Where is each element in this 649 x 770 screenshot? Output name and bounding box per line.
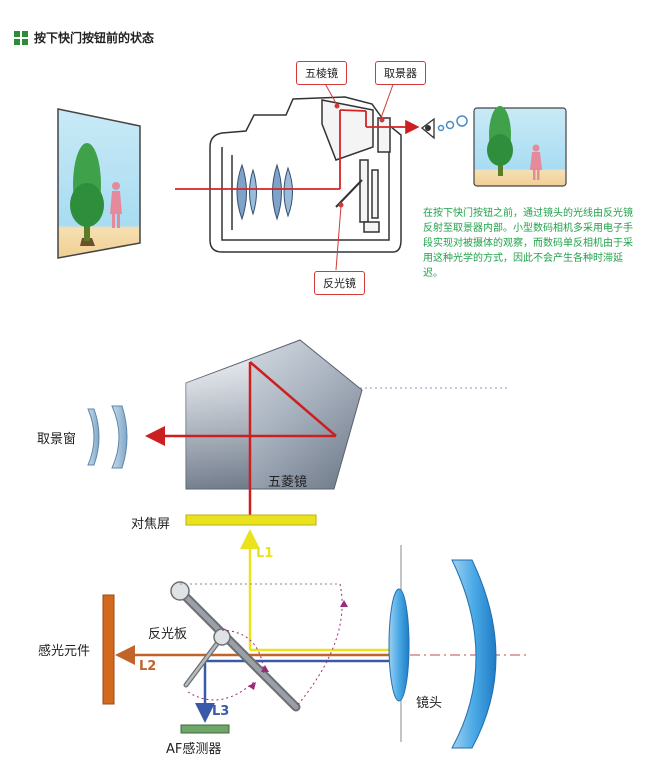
reflector-plate bbox=[170, 581, 301, 712]
label-l3: L3 bbox=[212, 704, 230, 719]
lens-assembly-bottom bbox=[388, 545, 497, 749]
viewfinder-window-lenses bbox=[87, 405, 128, 469]
rotation-arrowheads bbox=[248, 600, 348, 690]
label-l2: L2 bbox=[139, 659, 157, 674]
callout-pentaprism: 五棱镜 bbox=[296, 61, 347, 85]
blue-ray-l3 bbox=[195, 659, 400, 723]
mirror-top bbox=[335, 179, 363, 208]
af-sensor-bar bbox=[180, 724, 230, 734]
label-af-sensor: AF感测器 bbox=[166, 742, 222, 757]
label-sensor: 感光元件 bbox=[38, 644, 91, 659]
viewfinder-scene-image bbox=[473, 106, 567, 187]
page-title: 按下快门按钮前的状态 bbox=[34, 31, 155, 45]
explanation-caption: 在按下快门按钮之前，通过镜头的光线由反光镜反射至取景器内部。小型数码相机多采用电… bbox=[423, 208, 633, 279]
yellow-ray-l1 bbox=[240, 529, 400, 652]
label-focus-screen: 对焦屏 bbox=[131, 517, 171, 532]
label-l1: L1 bbox=[256, 546, 274, 561]
label-lens: 镜头 bbox=[416, 696, 443, 711]
sensor-bar bbox=[102, 594, 115, 705]
title-block: 按下快门按钮前的状态 bbox=[14, 29, 154, 46]
lens-group-top bbox=[236, 163, 293, 221]
pentaprism-bottom bbox=[185, 339, 363, 490]
eye-icon bbox=[420, 117, 435, 140]
label-reflector-plate: 反光板 bbox=[148, 627, 188, 642]
light-path-top bbox=[175, 109, 420, 190]
subject-scene-image bbox=[57, 108, 141, 259]
green-grid-icon bbox=[14, 30, 28, 45]
rotation-arcs bbox=[180, 583, 343, 708]
label-pentaprism: 五菱镜 bbox=[268, 475, 308, 490]
callout-dots bbox=[334, 103, 385, 208]
label-viewfinder-window: 取景窗 bbox=[37, 432, 77, 447]
red-ray-bottom bbox=[145, 361, 337, 515]
thought-bubbles bbox=[437, 115, 468, 132]
callout-viewfinder: 取景器 bbox=[375, 61, 426, 85]
callout-mirror: 反光镜 bbox=[314, 271, 365, 295]
focus-screen-bar bbox=[185, 514, 317, 526]
